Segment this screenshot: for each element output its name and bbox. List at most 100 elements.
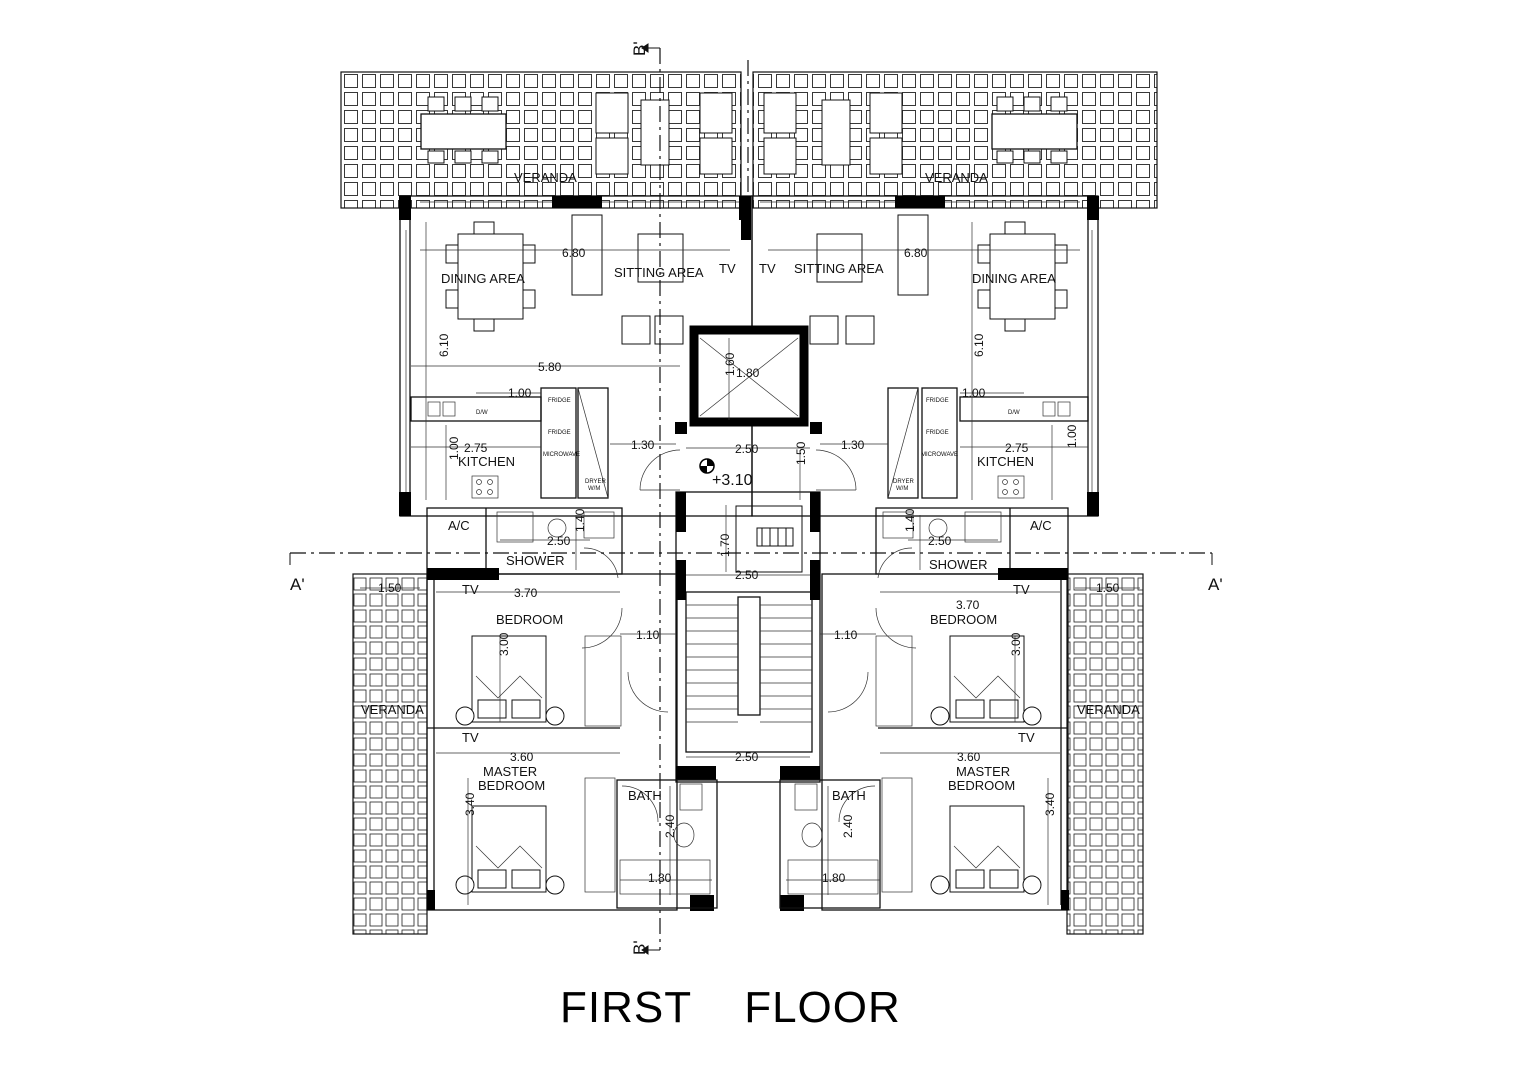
dim-3-70-left: 3.70 <box>514 586 538 600</box>
dim-1-30-left: 1.30 <box>631 438 655 452</box>
label-bedroom-right: BEDROOM <box>930 612 997 627</box>
label-dryer-left: DRYER <box>585 479 607 485</box>
dim-1-00-kitchen-left: 1.00 <box>447 436 461 460</box>
bed-left <box>455 635 565 726</box>
structural-walls <box>399 196 1099 911</box>
dim-1-50: 1.50 <box>794 441 808 465</box>
label-tv-bedroom-left: TV <box>462 582 479 597</box>
kitchen-right <box>887 387 1089 499</box>
dim-3-70-right: 3.70 <box>956 598 980 612</box>
label-master-left-1: MASTER <box>483 764 537 779</box>
side-veranda-right <box>1066 573 1144 935</box>
label-dw-right: D/W <box>1008 410 1020 416</box>
dim-6-80-left: 6.80 <box>562 246 586 260</box>
bed-right <box>930 635 1042 726</box>
label-veranda-left: VERANDA <box>361 702 424 717</box>
label-master-right-2: BEDROOM <box>948 778 1015 793</box>
side-veranda-left <box>352 573 428 935</box>
drawing-title: FIRST FLOOR <box>560 983 901 1032</box>
label-sitting-right: SITTING AREA <box>794 261 884 276</box>
dim-3-00-left: 3.00 <box>497 632 511 656</box>
label-dining-left: DINING AREA <box>441 271 525 286</box>
label-bedroom-left: BEDROOM <box>496 612 563 627</box>
label-ac-right: A/C <box>1030 518 1052 533</box>
label-master-right-1: MASTER <box>956 764 1010 779</box>
bath-right <box>779 779 881 909</box>
dim-1-50-veranda-right: 1.50 <box>1096 581 1120 595</box>
dim-3-60-right: 3.60 <box>957 750 981 764</box>
label-ac-left: A/C <box>448 518 470 533</box>
label-tv-sitting-right: TV <box>759 261 776 276</box>
label-kitchen-right: KITCHEN <box>977 454 1034 469</box>
dim-5-80: 5.80 <box>538 360 562 374</box>
stair-treads <box>686 604 812 723</box>
dim-2-50-shower-left: 2.50 <box>547 534 571 548</box>
dim-1-10-right: 1.10 <box>834 628 858 642</box>
label-kitchen-left: KITCHEN <box>458 454 515 469</box>
dining-table-right <box>977 221 1068 332</box>
label-sitting-left: SITTING AREA <box>614 265 704 280</box>
dim-1-00-left: 1.00 <box>508 386 532 400</box>
dim-2-50-shower-right: 2.50 <box>928 534 952 548</box>
dim-1-40-right: 1.40 <box>903 508 917 532</box>
label-tv-sitting-left: TV <box>719 261 736 276</box>
label-master-left-2: BEDROOM <box>478 778 545 793</box>
dim-2-75-right: 2.75 <box>1005 441 1029 455</box>
dim-3-40-left: 3.40 <box>463 792 477 816</box>
top-veranda-left <box>340 71 742 209</box>
label-fridge-left-1: FRIDGE <box>548 398 571 404</box>
dimension-lines <box>360 222 1140 905</box>
kitchen-left <box>410 387 609 499</box>
master-bed-right <box>930 805 1042 895</box>
dim-1-00-kitchen-right: 1.00 <box>1065 424 1079 448</box>
section-mark-a-left: A' <box>290 575 305 594</box>
section-mark-a-right: A' <box>1208 575 1223 594</box>
dim-1-60-lift: 1.60 <box>723 352 737 376</box>
label-fridge-left-2: FRIDGE <box>548 430 571 436</box>
veranda-lounge-left <box>595 92 733 175</box>
dim-1-80-bath-left: 1.80 <box>648 871 672 885</box>
label-dryer-right: DRYER <box>893 479 915 485</box>
dim-1-10-left: 1.10 <box>636 628 660 642</box>
dim-1-50-veranda-left: 1.50 <box>378 581 402 595</box>
label-shower-right: SHOWER <box>929 557 988 572</box>
top-veranda-right <box>752 71 1158 209</box>
label-microwave-right: MICROWAVE <box>921 452 958 458</box>
veranda-lounge-right <box>763 92 903 175</box>
label-dining-right: DINING AREA <box>972 271 1056 286</box>
dim-1-30-right: 1.30 <box>841 438 865 452</box>
label-shower-left: SHOWER <box>506 553 565 568</box>
dim-1-00-right: 1.00 <box>962 386 986 400</box>
label-bath-right: BATH <box>832 788 866 803</box>
label-tv-master-left: TV <box>462 730 479 745</box>
label-dw-left: D/W <box>476 410 488 416</box>
dim-2-40-left: 2.40 <box>663 814 677 838</box>
dim-2-50-lobby: 2.50 <box>735 442 759 456</box>
dim-1-80-bath-right: 1.80 <box>822 871 846 885</box>
label-wm-right: W/M <box>896 486 908 492</box>
section-mark-b-bottom: B' <box>630 940 649 955</box>
label-tv-master-right: TV <box>1018 730 1035 745</box>
dim-6-10-right: 6.10 <box>972 333 986 357</box>
master-bed-left <box>455 805 565 895</box>
section-arrows <box>289 43 1213 955</box>
sofa-set-right <box>809 214 929 345</box>
dim-1-40-left: 1.40 <box>573 508 587 532</box>
label-fridge-right-1: FRIDGE <box>926 398 949 404</box>
section-mark-b-top: B' <box>630 41 649 56</box>
dim-3-60-left: 3.60 <box>510 750 534 764</box>
dim-3-40-right: 3.40 <box>1043 792 1057 816</box>
dim-2-40-right: 2.40 <box>841 814 855 838</box>
label-tv-bedroom-right: TV <box>1013 582 1030 597</box>
dim-6-10-left: 6.10 <box>437 333 451 357</box>
label-fridge-right-2: FRIDGE <box>926 430 949 436</box>
lift-equipment-icon <box>735 505 803 573</box>
label-veranda-top-right: VERANDA <box>925 170 988 185</box>
veranda-dining-set-right <box>991 96 1078 164</box>
level-marker-icon <box>699 458 715 474</box>
dim-2-50-stair-bottom: 2.50 <box>735 750 759 764</box>
door-swings <box>581 449 917 823</box>
bath-left <box>616 779 718 909</box>
lift-shaft <box>689 325 809 427</box>
